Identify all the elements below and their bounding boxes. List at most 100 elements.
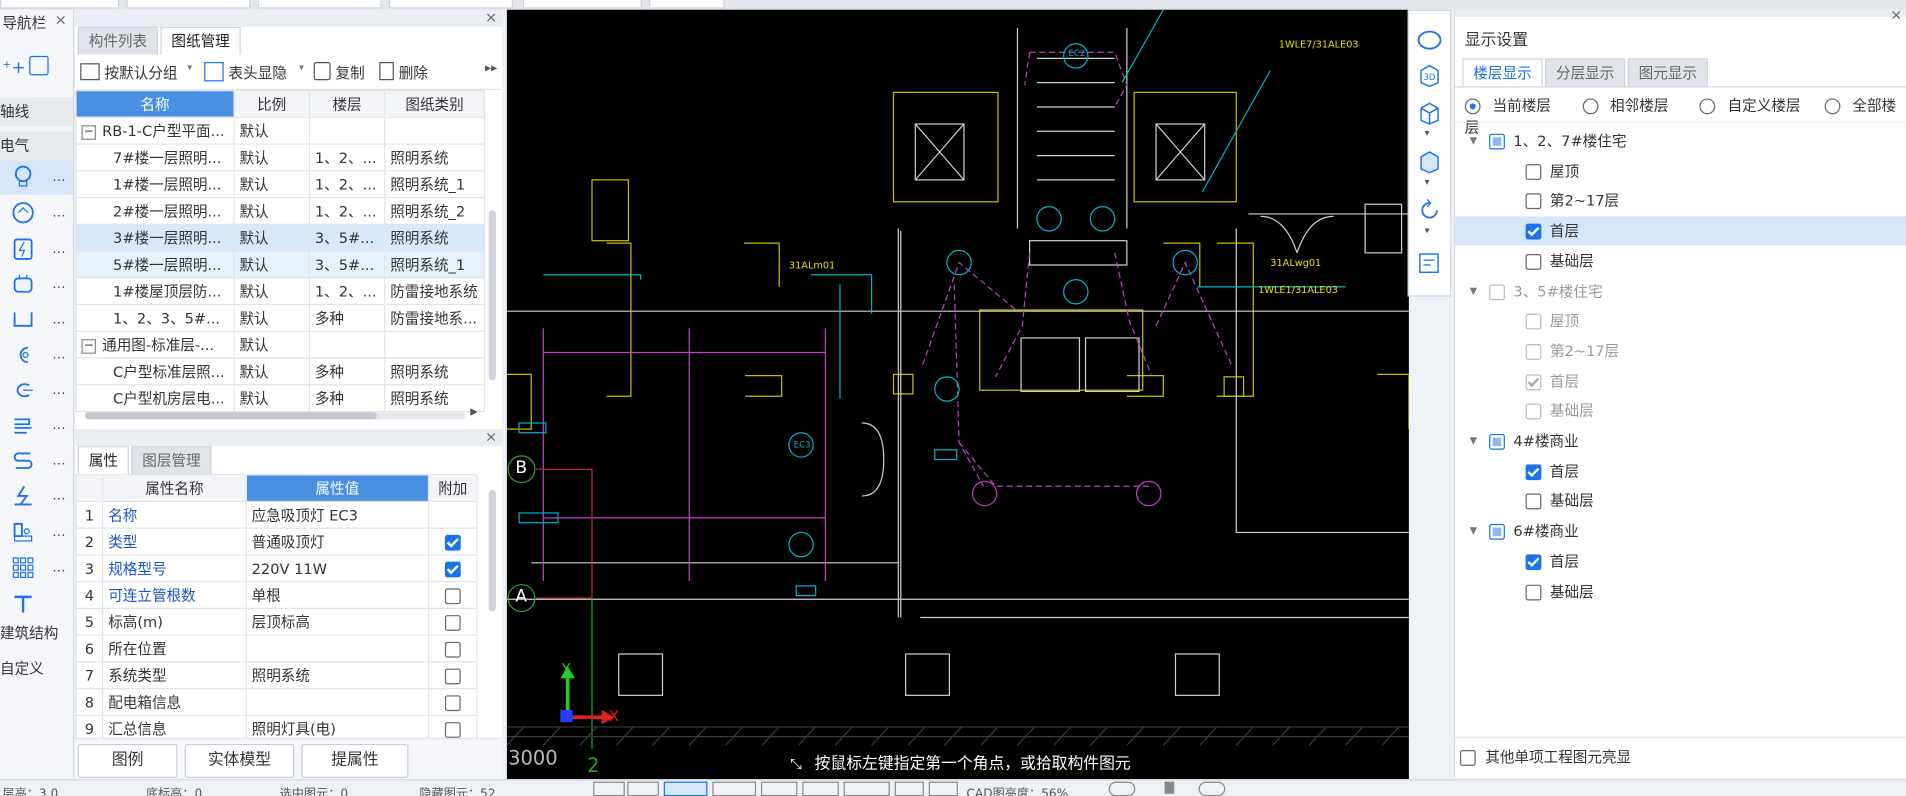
status-tool-icon[interactable] — [894, 781, 924, 796]
display-settings-icon[interactable] — [1417, 252, 1441, 276]
text-icon[interactable] — [10, 590, 37, 619]
tree-floor[interactable]: 第2~17层 — [1455, 337, 1906, 366]
overflow-icon[interactable]: ▸▸ — [484, 61, 498, 76]
solid-cube-icon[interactable] — [1417, 150, 1441, 174]
tab-properties[interactable]: 属性 — [77, 446, 129, 475]
toolbar-combo-3[interactable] — [257, 0, 382, 9]
orbit-icon[interactable] — [1417, 28, 1442, 52]
tree-floor[interactable]: 基础层 — [1455, 397, 1906, 426]
solid-model-button[interactable]: 实体模型 — [184, 743, 295, 778]
extra-checkbox[interactable] — [444, 587, 461, 604]
tree-floor[interactable]: 屋顶 — [1455, 156, 1906, 185]
more-icon[interactable]: … — [52, 311, 66, 327]
horizontal-scrollbar[interactable] — [85, 412, 466, 420]
toolbar-combo-4[interactable] — [388, 0, 513, 9]
prop-value[interactable]: 单根 — [245, 581, 430, 610]
grounding-icon[interactable] — [10, 481, 37, 510]
more-icon[interactable]: … — [52, 346, 66, 363]
close-icon[interactable]: × — [54, 10, 67, 28]
chevron-down-icon[interactable]: ▾ — [1424, 176, 1430, 188]
radio-current-floor[interactable] — [1464, 98, 1481, 115]
prop-value[interactable]: 应急吸顶灯 EC3 — [245, 500, 430, 529]
socket-icon[interactable] — [10, 270, 37, 299]
edit-icon[interactable] — [29, 55, 49, 76]
tree-building[interactable]: ▼4#楼商业 — [1455, 427, 1906, 456]
tree-floor[interactable]: 首层 — [1455, 457, 1906, 486]
more-icon[interactable]: … — [52, 559, 66, 575]
copy-button[interactable]: 复制 — [335, 64, 365, 82]
collapse-icon[interactable]: − — [81, 124, 97, 140]
more-icon[interactable]: … — [52, 204, 66, 221]
floor-checkbox[interactable] — [1525, 554, 1542, 570]
delete-button[interactable]: 删除 — [398, 64, 428, 82]
distribution-box-icon[interactable] — [10, 235, 37, 264]
tree-floor[interactable]: 屋顶 — [1455, 307, 1906, 336]
floor-checkbox[interactable] — [1525, 223, 1542, 240]
prop-value[interactable]: 层顶标高 — [245, 607, 430, 636]
close-icon[interactable]: × — [1890, 6, 1903, 24]
floor-checkbox[interactable] — [1489, 283, 1505, 300]
collapse-icon[interactable]: − — [81, 338, 97, 354]
floor-checkbox[interactable] — [1525, 463, 1542, 480]
status-tool-icon[interactable] — [712, 781, 757, 796]
status-tool-icon[interactable] — [627, 781, 659, 796]
more-icon[interactable]: … — [52, 240, 66, 257]
prop-value[interactable] — [245, 688, 430, 716]
expand-icon[interactable]: ▼ — [1469, 285, 1478, 296]
more-icon[interactable]: … — [52, 487, 66, 504]
floor-checkbox[interactable] — [1525, 163, 1542, 180]
legend-button[interactable]: 图例 — [77, 743, 178, 778]
s-curve-icon[interactable] — [10, 446, 37, 475]
extra-checkbox[interactable] — [444, 694, 461, 711]
table-row[interactable]: C户型机房层电...默认多种照明系统 — [75, 384, 486, 413]
toolbar-combo-6[interactable] — [649, 0, 725, 9]
tab-element-display[interactable]: 图元显示 — [1627, 58, 1708, 87]
col-category[interactable]: 图纸类别 — [384, 89, 486, 118]
prop-value[interactable]: 220V 11W — [245, 554, 430, 583]
status-tool-icon[interactable] — [760, 781, 798, 796]
close-icon[interactable]: × — [484, 8, 498, 26]
floor-checkbox[interactable] — [1525, 343, 1542, 360]
tab-floor-display[interactable]: 楼层显示 — [1462, 58, 1543, 87]
toolbar-combo-5[interactable] — [522, 0, 642, 9]
col-name[interactable]: 名称 — [75, 89, 235, 118]
floor-checkbox[interactable] — [1489, 524, 1505, 540]
table-row[interactable]: −RB-1-C户型平面...默认 — [75, 116, 486, 145]
floor-checkbox[interactable] — [1525, 313, 1542, 330]
tab-layer-display[interactable]: 分层显示 — [1545, 58, 1626, 87]
extra-checkbox[interactable] — [444, 667, 461, 684]
status-tool-icon[interactable] — [802, 781, 839, 796]
extra-checkbox[interactable] — [444, 614, 461, 631]
wire-icon[interactable] — [10, 340, 37, 369]
grid-icon[interactable] — [10, 553, 37, 582]
tree-building[interactable]: ▼1、2、7#楼住宅 — [1455, 126, 1906, 155]
chevron-down-icon[interactable]: ▾ — [1424, 127, 1430, 139]
extract-properties-button[interactable]: 提属性 — [301, 743, 409, 778]
3d-view-icon[interactable]: 3D — [1417, 63, 1441, 88]
highlight-other-checkbox[interactable] — [1459, 750, 1476, 766]
tab-layer-management[interactable]: 图层管理 — [131, 446, 212, 475]
floor-checkbox[interactable] — [1525, 193, 1542, 210]
more-icon[interactable]: … — [52, 523, 66, 540]
group-button[interactable]: 按默认分组 — [104, 64, 178, 82]
chevron-down-icon[interactable]: ▾ — [1424, 224, 1430, 236]
table-row[interactable]: −通用图-标准层-...默认 — [75, 330, 486, 359]
cad-canvas[interactable]: 1WLE7/31ALE03 31ALwg01 1WLE1/31ALE03 31A… — [506, 9, 1409, 780]
tree-floor[interactable]: 基础层 — [1455, 487, 1906, 516]
table-row[interactable]: C户型标准层照...默认多种照明系统 — [75, 357, 486, 386]
pipe-icon[interactable] — [10, 376, 37, 405]
light-bulb-icon[interactable] — [10, 163, 37, 192]
tree-floor[interactable]: 首层 — [1455, 547, 1906, 576]
add-icon[interactable]: ⁺+ — [2, 58, 26, 78]
cable-bundle-icon[interactable] — [10, 411, 37, 440]
rotate-icon[interactable] — [1417, 198, 1441, 222]
extra-checkbox[interactable] — [444, 641, 461, 658]
status-tool-icon[interactable] — [1198, 781, 1226, 796]
